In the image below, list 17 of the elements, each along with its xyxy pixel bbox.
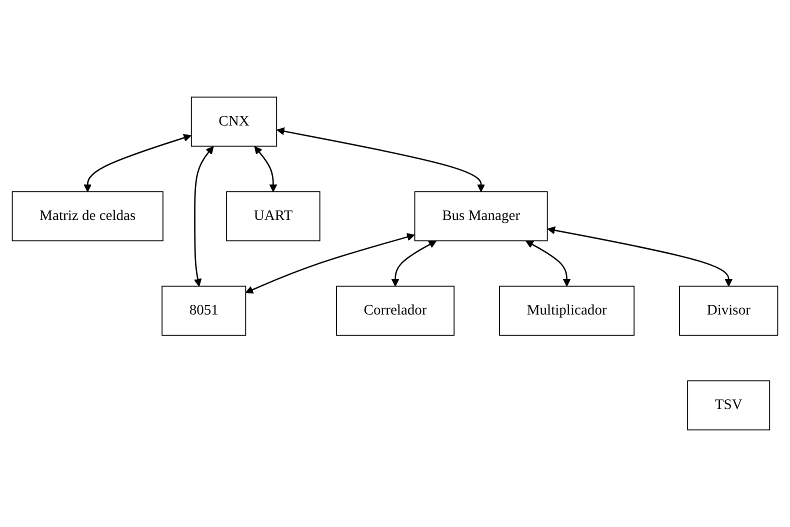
arrow [547, 226, 733, 287]
node-box: TSV [687, 380, 770, 430]
arrow [276, 127, 486, 192]
arrow [391, 240, 437, 287]
node-box: 8051 [162, 286, 246, 336]
arrow [245, 233, 415, 294]
node-box: CNX [190, 96, 278, 147]
arrow [254, 146, 278, 192]
node-box: Matriz de celdas [12, 191, 164, 242]
node-box: Bus Manager [414, 191, 548, 242]
node-box: Correlador [336, 286, 455, 336]
node-box: UART [226, 191, 320, 242]
arrow [526, 240, 571, 287]
arrow [84, 134, 192, 192]
node-box: Multiplicador [499, 286, 635, 336]
arrow [194, 146, 214, 287]
node-box: Divisor [679, 286, 778, 336]
